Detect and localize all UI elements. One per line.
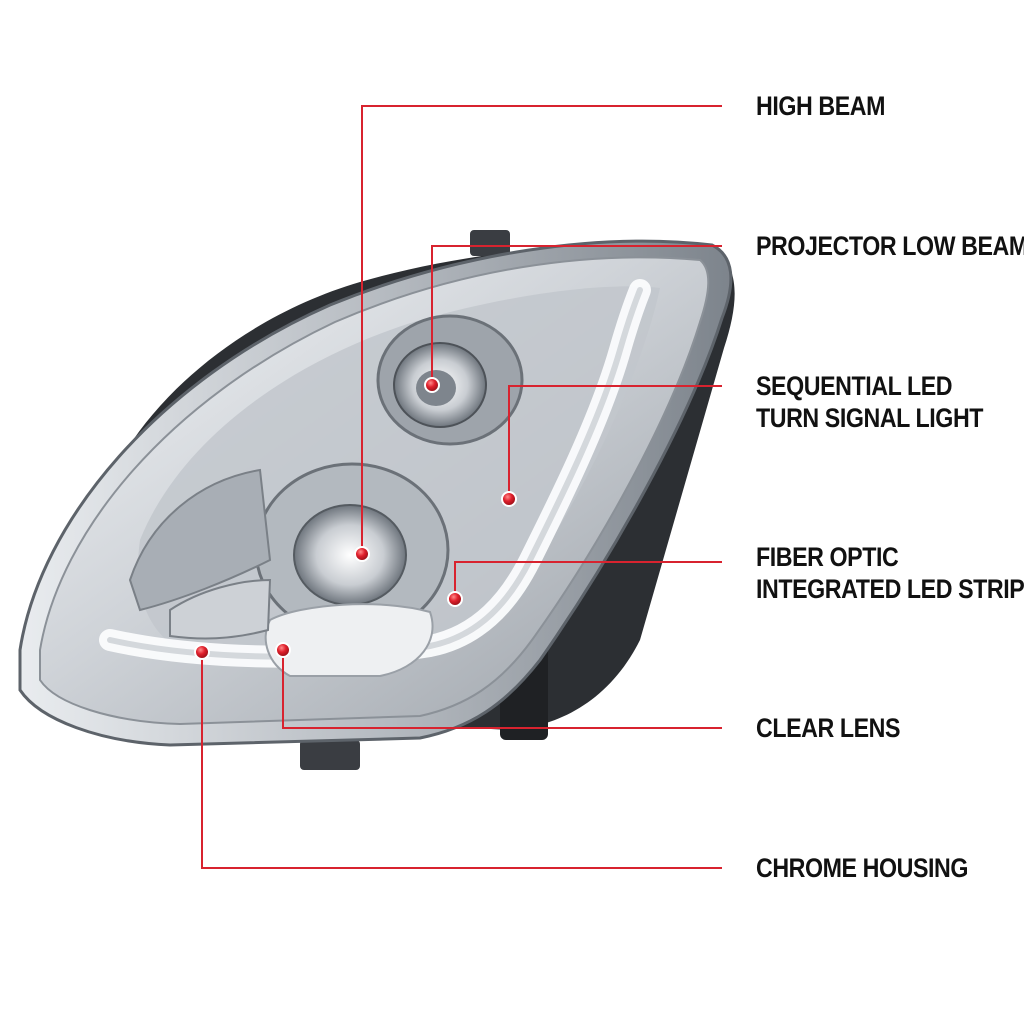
side-reflector: [128, 468, 272, 612]
leader-line-projector: [431, 245, 722, 385]
callout-dot-chrome: [194, 644, 210, 660]
leader-line-clear-lens: [282, 650, 722, 729]
callout-dot-fiber-optic: [447, 591, 463, 607]
label-sequential-led: SEQUENTIAL LED TURN SIGNAL LIGHT: [756, 370, 983, 434]
callout-dot-projector: [424, 377, 440, 393]
label-projector-low-beam-line-1: PROJECTOR LOW BEAM: [756, 231, 1024, 261]
mounting-tab: [300, 740, 360, 770]
callout-dot-clear-lens: [275, 642, 291, 658]
label-chrome-housing-line-1: CHROME HOUSING: [756, 853, 969, 883]
leader-line-fiber-optic: [454, 561, 722, 599]
label-sequential-led-line-1: SEQUENTIAL LED: [756, 371, 953, 401]
label-sequential-led-line-2: TURN SIGNAL LIGHT: [756, 403, 984, 433]
leader-line-sequential: [508, 385, 722, 499]
leader-lines: [201, 105, 722, 869]
callout-dot-sequential: [501, 491, 517, 507]
label-high-beam: HIGH BEAM: [756, 90, 885, 122]
callout-dots: [194, 377, 517, 660]
leader-line-high-beam: [361, 105, 722, 554]
leader-line-chrome: [201, 652, 722, 869]
label-high-beam-line-1: HIGH BEAM: [756, 91, 885, 121]
side-reflector: [169, 578, 272, 640]
label-clear-lens: CLEAR LENS: [756, 712, 900, 744]
label-fiber-optic: FIBER OPTIC INTEGRATED LED STRIP: [756, 541, 1024, 605]
label-fiber-optic-line-2: INTEGRATED LED STRIP: [756, 574, 1024, 604]
label-chrome-housing: CHROME HOUSING: [756, 852, 968, 884]
label-clear-lens-line-1: CLEAR LENS: [756, 713, 901, 743]
clear-lens-prism: [264, 603, 434, 677]
label-projector-low-beam: PROJECTOR LOW BEAM: [756, 230, 1024, 262]
high-beam-bulb: [293, 504, 407, 606]
label-fiber-optic-line-1: FIBER OPTIC: [756, 542, 899, 572]
mounting-tab: [470, 230, 510, 256]
callout-dot-high-beam: [354, 546, 370, 562]
